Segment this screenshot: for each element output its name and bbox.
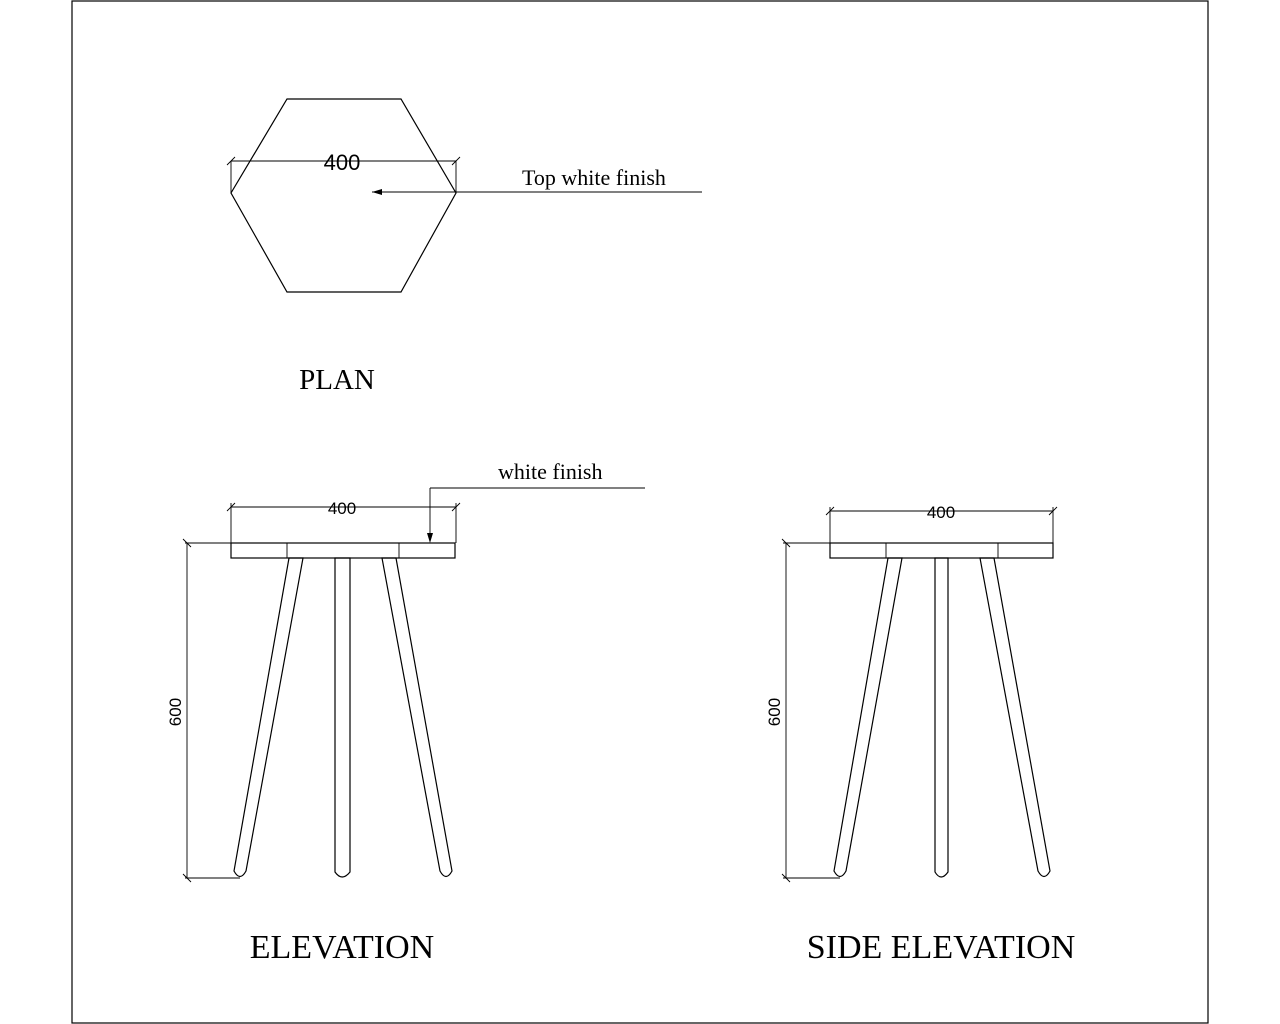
side-elevation-leg-right — [979, 557, 1051, 878]
elevation-height-label: 600 — [166, 698, 185, 726]
elevation-view: 400 600 white finish ELEVATION — [166, 459, 645, 966]
side-elevation-leg-center — [934, 557, 949, 878]
elevation-title: ELEVATION — [250, 929, 434, 966]
sheet-border — [71, 0, 1209, 1024]
side-elevation-leg-left — [833, 557, 903, 878]
side-elevation-view: 400 600 SIDE ELEVATION — [765, 503, 1075, 966]
elevation-leg-center — [334, 557, 351, 878]
plan-view: 400 Top white finish PLAN — [226, 98, 702, 396]
elevation-top-slab — [230, 542, 456, 559]
side-elevation-width-label: 400 — [927, 503, 955, 522]
side-elevation-height-label: 600 — [765, 698, 784, 726]
hexagon-top — [230, 98, 457, 293]
elevation-leader-arrow — [427, 533, 433, 543]
plan-dimension-label: 400 — [324, 150, 361, 175]
elevation-width-label: 400 — [328, 499, 356, 518]
plan-finish-note: Top white finish — [522, 165, 666, 190]
elevation-leg-right — [381, 557, 453, 878]
plan-leader-arrow — [372, 189, 382, 195]
elevation-leg-left — [233, 557, 304, 878]
side-elevation-top-slab — [829, 542, 1054, 559]
side-elevation-title: SIDE ELEVATION — [807, 929, 1076, 966]
plan-title: PLAN — [299, 364, 375, 396]
elevation-finish-note: white finish — [498, 459, 603, 484]
